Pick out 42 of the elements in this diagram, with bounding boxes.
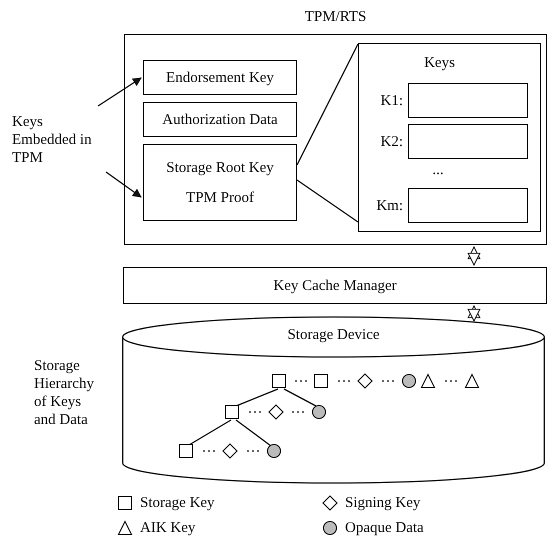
node-label: Storage Root Key — [166, 158, 274, 176]
node-label: Keys — [424, 54, 455, 72]
tree-branch — [188, 419, 232, 446]
node-label: Endorsement Key — [166, 68, 274, 86]
slot-label: K1: — [380, 92, 403, 110]
key-box — [143, 144, 297, 221]
node-label: TPM Proof — [186, 188, 254, 206]
double-arrow — [468, 306, 480, 322]
ellipsis: ··· — [290, 404, 306, 422]
tree-branch — [284, 388, 316, 407]
arrow — [106, 171, 142, 198]
tree-branch — [236, 388, 278, 407]
node-label: Keys Embedded in TPM — [12, 113, 93, 167]
key-box — [143, 102, 297, 137]
slot-label: Km: — [376, 196, 403, 214]
group-title: TPM/RTS — [304, 8, 368, 26]
legend-label: AIK Key — [140, 519, 196, 537]
legend-label: Signing Key — [345, 494, 420, 512]
ellipsis: ··· — [294, 373, 308, 391]
ellipsis: ··· — [248, 404, 262, 422]
arrow — [98, 77, 142, 107]
key-box — [123, 267, 547, 304]
node-label: Storage Device — [287, 326, 380, 344]
slot-label: K2: — [380, 132, 403, 150]
connector-line — [296, 44, 359, 166]
double-arrow — [468, 246, 480, 266]
node-label: Key Cache Manager — [273, 276, 397, 294]
storage-cylinder — [122, 317, 545, 483]
tree-branch — [236, 419, 272, 447]
side-note: Storage Hierarchy of Keys and Data — [34, 357, 95, 429]
node-label: Authorization Data — [162, 110, 278, 128]
ellipsis: ··· — [380, 373, 396, 391]
ellipsis: ··· — [444, 373, 458, 391]
legend-label: Storage Key — [140, 494, 215, 512]
legend-label: Opaque Data — [345, 519, 424, 537]
keys-panel — [358, 43, 541, 232]
connector-line — [296, 179, 358, 223]
ellipsis: ... — [432, 161, 444, 179]
ellipsis: ··· — [246, 443, 260, 461]
ellipsis: ··· — [202, 443, 216, 461]
key-box — [143, 60, 297, 95]
ellipsis: ··· — [336, 373, 352, 391]
